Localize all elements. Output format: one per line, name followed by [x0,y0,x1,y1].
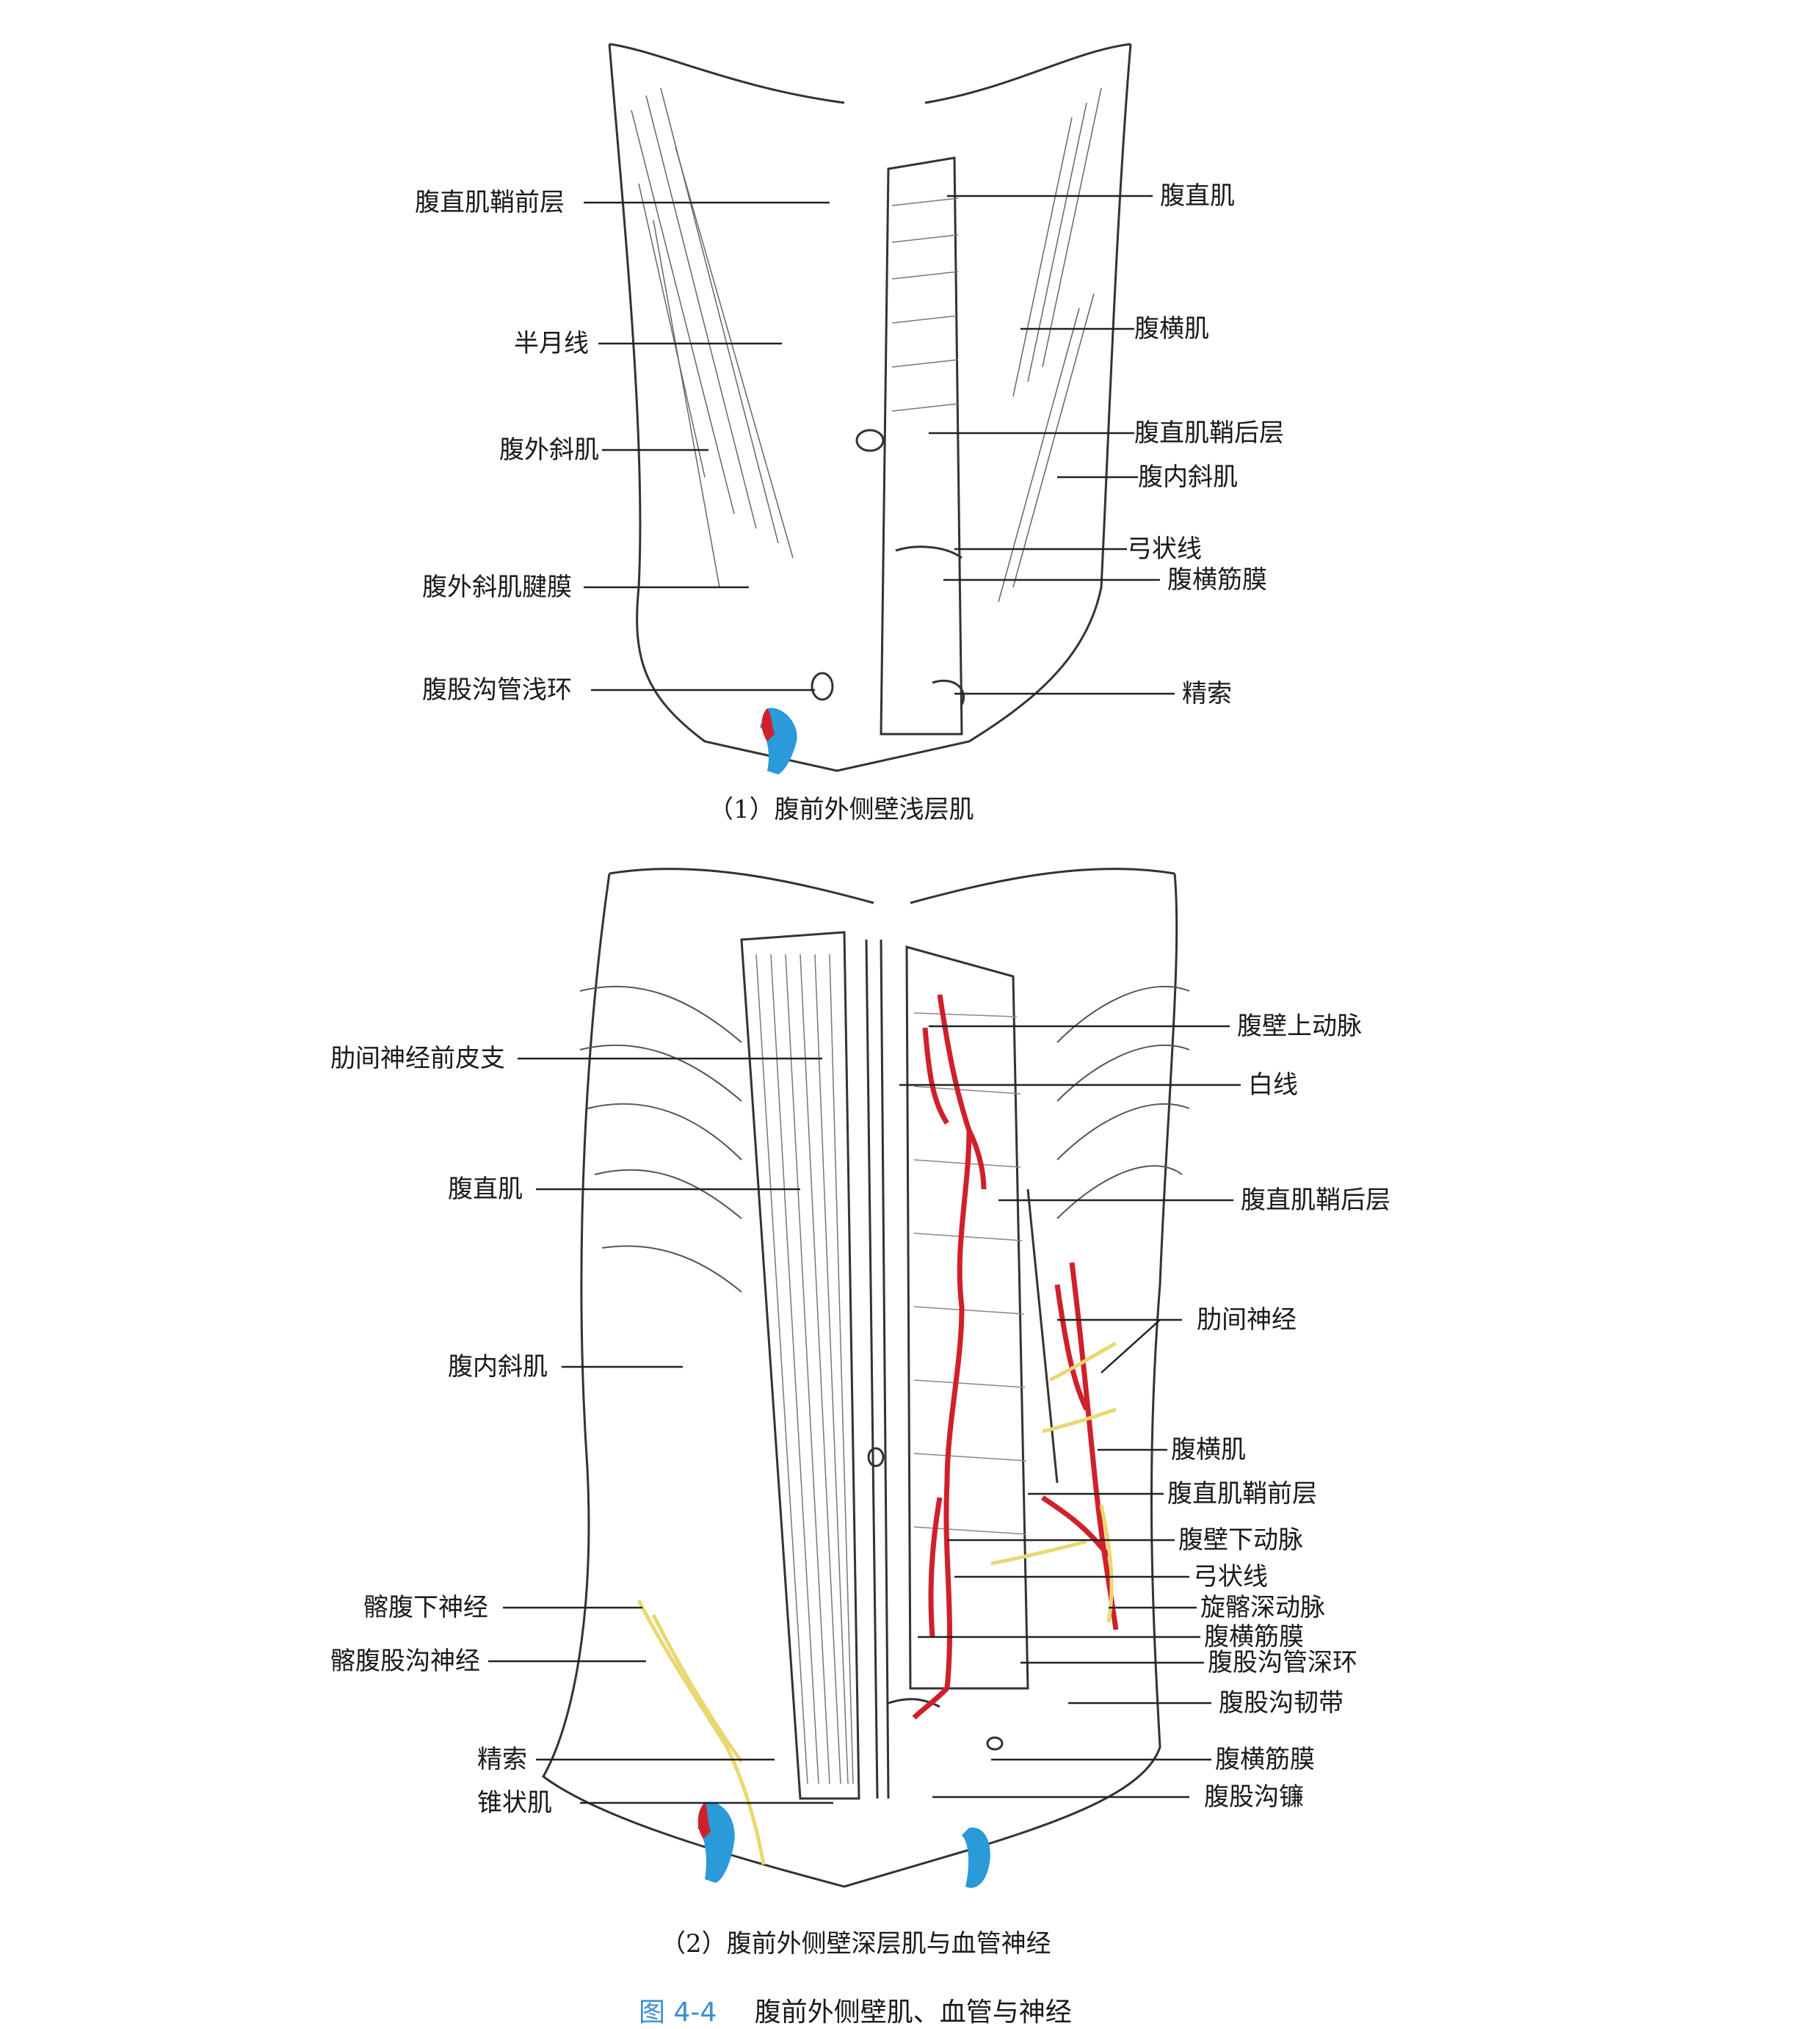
figure-caption: 图 4-4 腹前外侧壁肌、血管与神经 [639,1991,1072,2029]
figure-number: 图 4-4 [639,1997,717,2028]
label-ilioinguinal-nerve: 髂腹股沟神经 [330,1647,480,1676]
label-external-oblique-aponeurosis: 腹外斜肌腱膜 [422,573,572,602]
label-transversalis-fascia-2: 腹横筋膜 [1204,1622,1304,1652]
label-pyramidalis: 锥状肌 [477,1788,552,1818]
label-rectus-abdominis: 腹直肌 [1160,181,1235,211]
label-inferior-epigastric-artery: 腹壁下动脉 [1178,1525,1303,1555]
label-internal-oblique-2: 腹内斜肌 [448,1352,548,1382]
label-rectus-sheath-posterior-2: 腹直肌鞘后层 [1241,1186,1391,1215]
label-transversus-abdominis-2: 腹横肌 [1171,1435,1246,1464]
label-transversalis-fascia: 腹横筋膜 [1167,565,1267,595]
label-deep-inguinal-ring: 腹股沟管深环 [1208,1648,1357,1677]
label-deep-circumflex-iliac-artery: 旋髂深动脉 [1200,1593,1325,1622]
label-rectus-sheath-posterior: 腹直肌鞘后层 [1134,418,1284,448]
label-iliohypogastric-nerve: 髂腹下神经 [363,1593,488,1622]
label-spermatic-cord: 精索 [1182,679,1232,708]
label-transversalis-fascia-3: 腹横筋膜 [1215,1745,1315,1774]
label-inguinal-ligament: 腹股沟韧带 [1219,1688,1344,1718]
figure-title: 腹前外侧壁肌、血管与神经 [754,1997,1072,2028]
label-conjoint-tendon: 腹股沟镰 [1204,1782,1304,1812]
label-intercostal-nerve: 肋间神经 [1197,1305,1297,1335]
label-anterior-cutaneous-branch: 肋间神经前皮支 [330,1044,505,1073]
label-superficial-inguinal-ring: 腹股沟管浅环 [422,675,572,705]
panel1-leader-lines [584,195,1175,695]
panel1-torso [608,43,1132,772]
panel1-caption: （1）腹前外侧壁浅层肌 [708,795,974,824]
label-transversus-abdominis: 腹横肌 [1134,314,1209,344]
label-linea-semilunaris: 半月线 [514,329,589,358]
label-spermatic-cord-2: 精索 [477,1745,527,1774]
label-arcuate-line-2: 弓状线 [1193,1562,1268,1591]
label-arcuate-line: 弓状线 [1127,534,1202,564]
label-external-oblique: 腹外斜肌 [499,435,599,465]
panel2-femoral-vessels [697,1801,990,1888]
panel2-torso [542,868,1190,1888]
panel2-leader-lines [488,1025,1241,1804]
label-rectus-abdominis-2: 腹直肌 [448,1175,523,1204]
label-superior-epigastric-artery: 腹壁上动脉 [1237,1012,1362,1041]
panel2-caption: （2）腹前外侧壁深层肌与血管神经 [661,1929,1051,1959]
label-rectus-sheath-anterior: 腹直肌鞘前层 [415,188,565,217]
label-internal-oblique: 腹内斜肌 [1138,462,1238,492]
label-rectus-sheath-anterior-2: 腹直肌鞘前层 [1167,1479,1317,1509]
panel1-femoral-vessels [760,708,797,774]
panel2-arteries [912,994,1119,1720]
label-linea-alba: 白线 [1248,1070,1298,1100]
